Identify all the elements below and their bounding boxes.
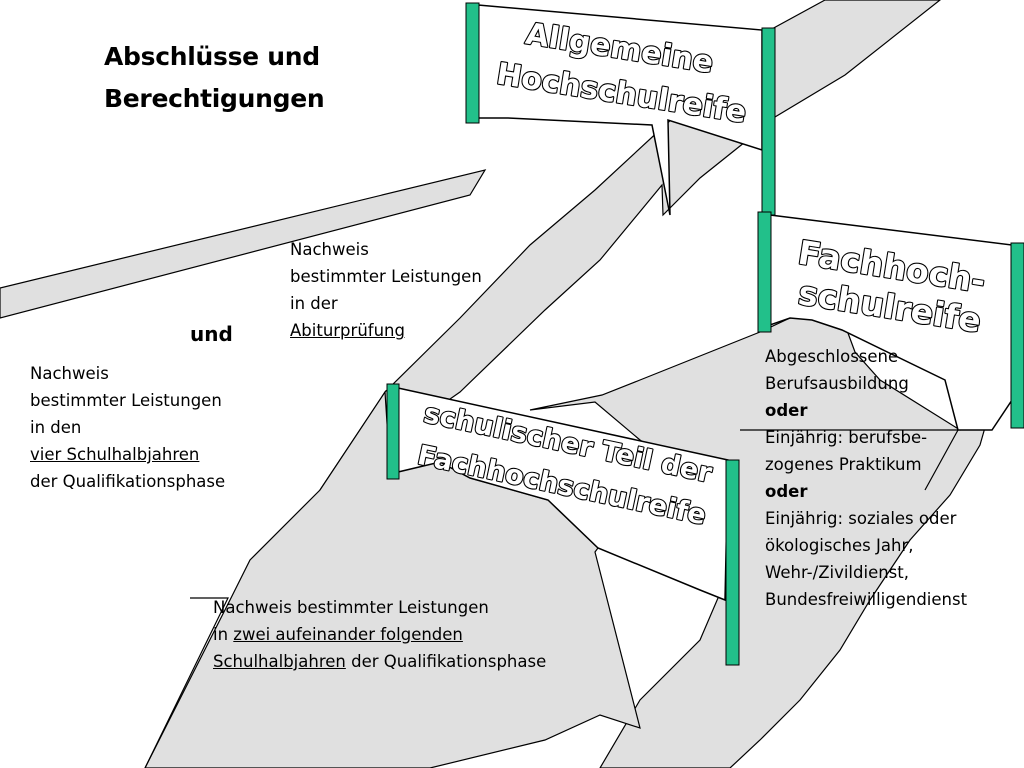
zwei-line2-underlined: zwei aufeinander folgenden xyxy=(233,625,463,644)
page-title: Abschlüsse und Berechtigungen xyxy=(104,36,325,120)
zwei-line3-underlined: Schulhalbjahren xyxy=(213,652,346,671)
text-block-abitur: Nachweis bestimmter Leistungen in der Ab… xyxy=(290,236,482,344)
quali-line1: Nachweis xyxy=(30,364,109,383)
quali-underlined: vier Schulhalbjahren xyxy=(30,445,200,464)
quali-line2: bestimmter Leistungen xyxy=(30,391,222,410)
pole-fachhoch-right xyxy=(1010,242,1024,429)
connector-und: und xyxy=(190,322,233,346)
beruf-oder2: oder xyxy=(765,482,808,501)
zwei-line3: Schulhalbjahren der Qualifikationsphase xyxy=(213,648,546,675)
zwei-line2-prefix: in xyxy=(213,625,234,644)
text-block-zwei-halbjahre: Nachweis bestimmter Leistungen in zwei a… xyxy=(213,594,546,675)
abitur-line2: bestimmter Leistungen xyxy=(290,267,482,286)
abitur-line3: in der xyxy=(290,294,338,313)
ramp-arrow-left xyxy=(144,597,229,768)
sign-allgemeine-hochschulreife: Allgemeine Hochschulreife xyxy=(465,2,776,216)
beruf-line4: Einjährig: berufsbe- xyxy=(765,428,928,447)
title-line2: Berechtigungen xyxy=(104,84,325,113)
pole-schulisch-right xyxy=(725,459,740,666)
zwei-line1: Nachweis bestimmter Leistungen xyxy=(213,598,489,617)
abitur-line1: Nachweis xyxy=(290,240,369,259)
beruf-oder1: oder xyxy=(765,401,808,420)
pole-schulisch-left xyxy=(386,383,400,480)
text-block-beruf: Abgeschlossene Berufsausbildung oder Ein… xyxy=(765,343,967,613)
beruf-line5: zogenes Praktikum xyxy=(765,455,922,474)
text-block-quali: Nachweis bestimmter Leistungen in den vi… xyxy=(30,360,225,495)
pole-fachhoch-left xyxy=(757,211,772,333)
beruf-line10: Bundesfreiwilligendienst xyxy=(765,590,968,609)
ramp-allgemeine xyxy=(319,0,941,491)
zwei-line2: in zwei aufeinander folgenden xyxy=(213,621,546,648)
title-line1: Abschlüsse und xyxy=(104,42,320,71)
beruf-line1: Abgeschlossene xyxy=(765,347,899,366)
abitur-underlined: Abiturprüfung xyxy=(290,321,405,340)
beruf-line8: ökologisches Jahr, xyxy=(765,536,914,555)
beruf-line7: Einjährig: soziales oder xyxy=(765,509,957,528)
quali-line3: in den xyxy=(30,418,82,437)
beruf-line2: Berufsausbildung xyxy=(765,374,909,393)
zwei-line3-suffix: der Qualifikationsphase xyxy=(345,652,547,671)
pole-allgemeine-left xyxy=(465,2,480,124)
ramp-long-left xyxy=(0,169,487,319)
beruf-line9: Wehr-/Zivildienst, xyxy=(765,563,909,582)
quali-line5: der Qualifikationsphase xyxy=(30,472,226,491)
pole-allgemeine-right xyxy=(761,27,776,216)
